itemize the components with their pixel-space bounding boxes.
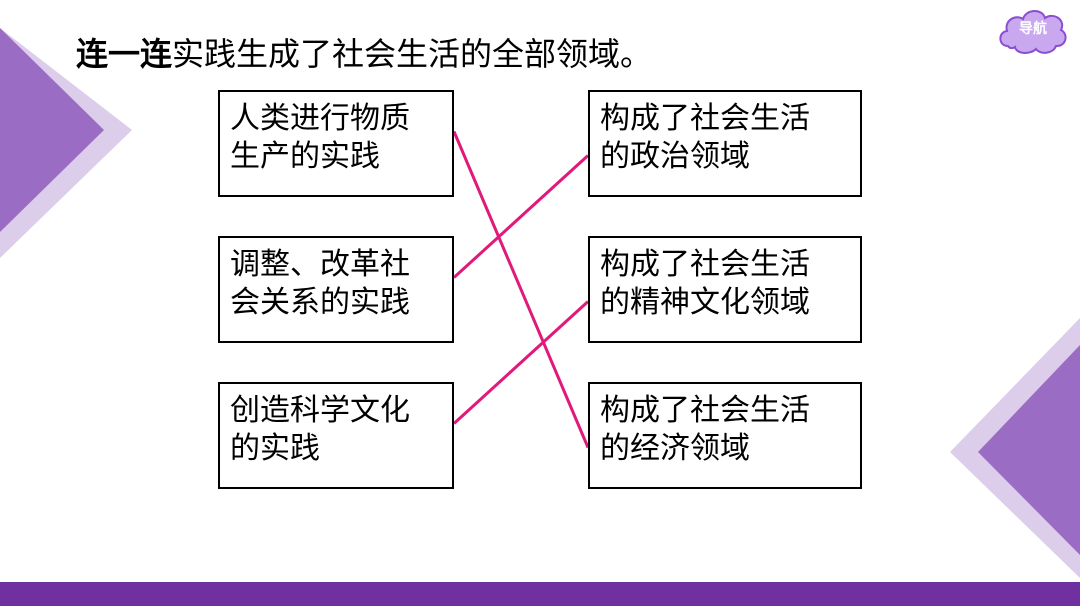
right-box-economic-domain: 构成了社会生活 的经济领域 (588, 382, 862, 489)
box-line: 创造科学文化 (230, 393, 410, 428)
title-rest: 实践生成了社会生活的全部领域。 (172, 35, 653, 73)
left-triangle-inner (0, 28, 104, 232)
title-bold: 连一连 (76, 35, 173, 73)
box-line: 构成了社会生活 (600, 101, 810, 136)
nav-cloud-icon[interactable] (998, 6, 1068, 56)
box-line: 的精神文化领域 (600, 285, 810, 320)
box-line: 生产的实践 (230, 139, 380, 174)
left-box-material-production: 人类进行物质 生产的实践 (218, 90, 454, 197)
connection-line (452, 154, 590, 279)
box-line: 会关系的实践 (230, 285, 410, 320)
box-line: 的政治领域 (600, 139, 750, 174)
box-line: 构成了社会生活 (600, 393, 810, 428)
connection-line (452, 130, 590, 449)
page-title: 连一连实践生成了社会生活的全部领域。 (76, 32, 652, 76)
box-line: 的经济领域 (600, 431, 750, 466)
left-box-science-culture: 创造科学文化 的实践 (218, 382, 454, 489)
right-box-political-domain: 构成了社会生活 的政治领域 (588, 90, 862, 197)
bottom-bar (0, 582, 1080, 606)
right-box-spiritual-domain: 构成了社会生活 的精神文化领域 (588, 236, 862, 343)
box-line: 调整、改革社 (230, 247, 410, 282)
right-triangle-inner (978, 345, 1080, 555)
connection-line (452, 300, 590, 425)
box-line: 构成了社会生活 (600, 247, 810, 282)
box-line: 人类进行物质 (230, 101, 410, 136)
left-box-social-relations: 调整、改革社 会关系的实践 (218, 236, 454, 343)
box-line: 的实践 (230, 431, 320, 466)
nav-button[interactable]: 导航 (1019, 21, 1047, 37)
